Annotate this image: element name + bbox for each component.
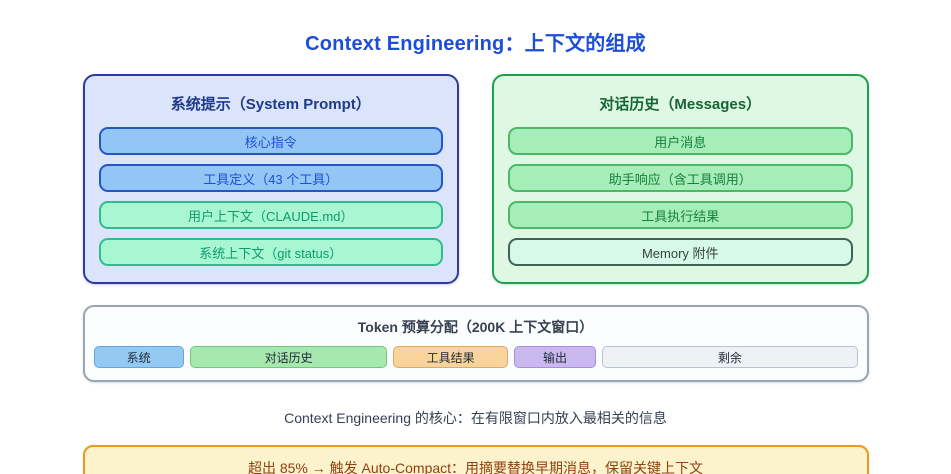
user-context-label: 用户上下文（CLAUDE.md） xyxy=(188,208,354,224)
core-principle-caption: Context Engineering 的核心：在有限窗口内放入最相关的信息 xyxy=(284,410,667,426)
token-segment-remaining-label: 剩余 xyxy=(717,350,742,365)
system-context-label: 系统上下文（git status） xyxy=(199,245,343,261)
tool-results-node: 工具执行结果 xyxy=(508,201,853,229)
auto-compact-alert-text: 超出 85% → 触发 Auto-Compact：用摘要替换早期消息，保留关键上… xyxy=(247,460,704,474)
core-instructions-node: 核心指令 xyxy=(98,127,443,155)
assistant-responses-node: 助手响应（含工具调用） xyxy=(508,164,853,192)
system-prompt-panel: 系统提示（System Prompt） 核心指令 工具定义（43 个工具） 用户… xyxy=(82,74,459,284)
core-instructions-label: 核心指令 xyxy=(244,134,297,150)
messages-panel: 对话历史（Messages） 用户消息 助手响应（含工具调用） 工具执行结果 M… xyxy=(492,74,869,284)
token-segment-system: 系统 xyxy=(93,346,184,368)
auto-compact-alert: 超出 85% → 触发 Auto-Compact：用摘要替换早期消息，保留关键上… xyxy=(82,445,869,474)
user-messages-node: 用户消息 xyxy=(508,127,853,155)
tool-definitions-node: 工具定义（43 个工具） xyxy=(98,164,443,192)
token-segment-tool-results-label: 工具结果 xyxy=(426,350,475,365)
token-budget-bar: 系统 对话历史 工具结果 输出 剩余 xyxy=(93,346,858,368)
tool-definitions-label: 工具定义（43 个工具） xyxy=(203,171,339,187)
token-segment-dialog-history: 对话历史 xyxy=(189,346,388,368)
token-budget-panel: Token 预算分配（200K 上下文窗口） 系统 对话历史 工具结果 输出 剩… xyxy=(82,305,869,382)
page-title: Context Engineering：上下文的组成 xyxy=(305,33,646,55)
token-budget-title: Token 预算分配（200K 上下文窗口） xyxy=(357,319,594,335)
memory-attachments-node: Memory 附件 xyxy=(508,238,853,266)
token-segment-output: 输出 xyxy=(513,346,597,368)
system-context-node: 系统上下文（git status） xyxy=(98,238,443,266)
token-segment-tool-results: 工具结果 xyxy=(393,346,508,368)
memory-attachments-label: Memory 附件 xyxy=(641,245,719,261)
system-prompt-panel-title: 系统提示（System Prompt） xyxy=(170,96,371,113)
token-segment-remaining: 剩余 xyxy=(602,346,858,368)
composition-panels: 系统提示（System Prompt） 核心指令 工具定义（43 个工具） 用户… xyxy=(82,74,869,284)
token-segment-system-label: 系统 xyxy=(126,350,151,365)
user-messages-label: 用户消息 xyxy=(654,134,707,150)
user-context-node: 用户上下文（CLAUDE.md） xyxy=(98,201,443,229)
tool-results-label: 工具执行结果 xyxy=(641,208,720,224)
token-segment-dialog-history-label: 对话历史 xyxy=(264,350,313,365)
token-segment-output-label: 输出 xyxy=(543,350,568,365)
assistant-responses-label: 助手响应（含工具调用） xyxy=(608,171,752,187)
messages-panel-title: 对话历史（Messages） xyxy=(599,96,762,113)
